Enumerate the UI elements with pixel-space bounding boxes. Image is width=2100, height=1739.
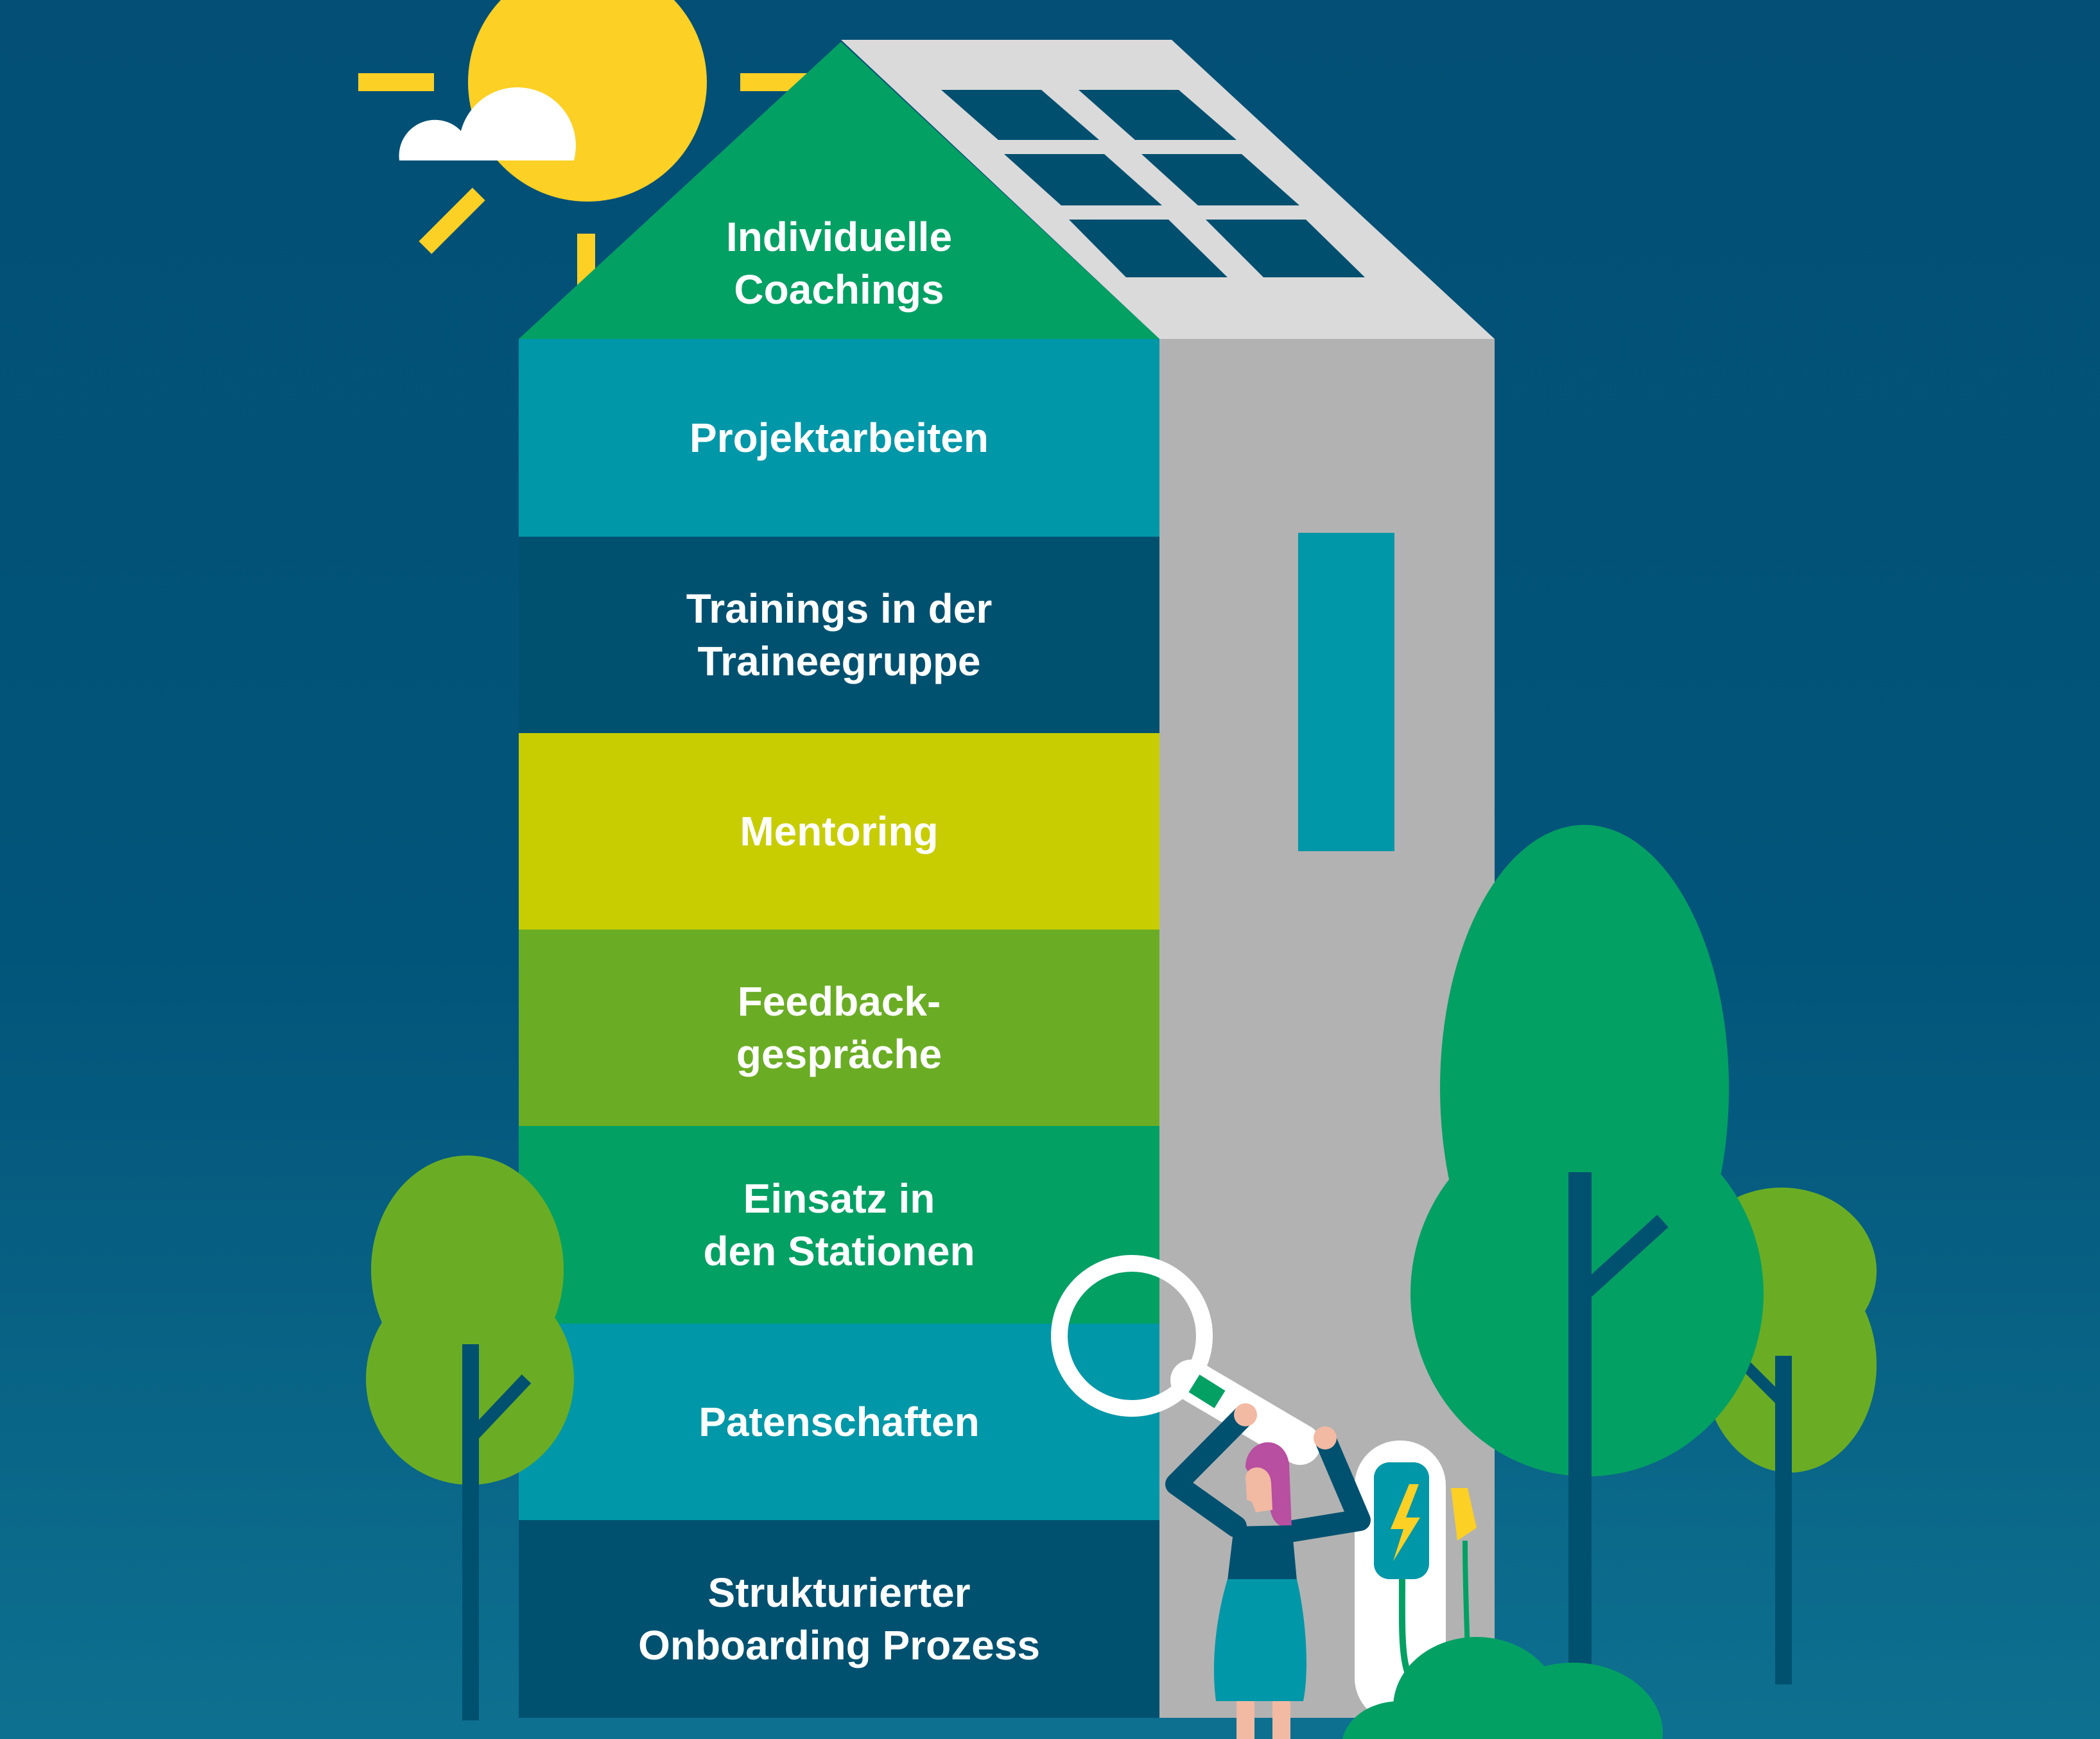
- label-floor-7: Strukturierter Onboarding Prozess: [638, 1570, 1040, 1668]
- lightning-icon: [1391, 1484, 1420, 1561]
- floors: [519, 339, 1159, 1718]
- floor-onboarding: [519, 1520, 1159, 1718]
- label-floor-6: Patenschaften: [699, 1399, 980, 1445]
- building-window: [1298, 533, 1394, 851]
- label-floor-3: Mentoring: [740, 808, 939, 854]
- building-side-wall: [1159, 339, 1495, 1718]
- woman-figure-icon: [1165, 1403, 1371, 1739]
- label-floor-5: Einsatz in den Stationen: [703, 1175, 975, 1274]
- floor-trainings: [519, 537, 1159, 733]
- tree-icon: [366, 1155, 574, 1720]
- charging-station-icon: [1355, 1441, 1477, 1723]
- bush: [1342, 1637, 1663, 1739]
- roof-individuelle-coachings: [519, 42, 1159, 339]
- floor-mentoring: [519, 733, 1159, 930]
- cloud-icon: [399, 87, 576, 160]
- solar-panel-icon: [941, 90, 1365, 277]
- floor-patenschaften: [519, 1324, 1159, 1520]
- label-roof: Individuelle Coachings: [725, 214, 953, 313]
- label-floor-1: Projektarbeiten: [690, 415, 989, 461]
- label-floor-4: Feedback- gespräche: [736, 978, 942, 1077]
- floor-projektarbeiten: [519, 339, 1159, 537]
- label-floor-2: Trainings in der Traineegruppe: [686, 585, 993, 684]
- tree-icon: [1410, 825, 1764, 1718]
- floor-feedback: [519, 930, 1159, 1126]
- floor-einsatz: [519, 1126, 1159, 1324]
